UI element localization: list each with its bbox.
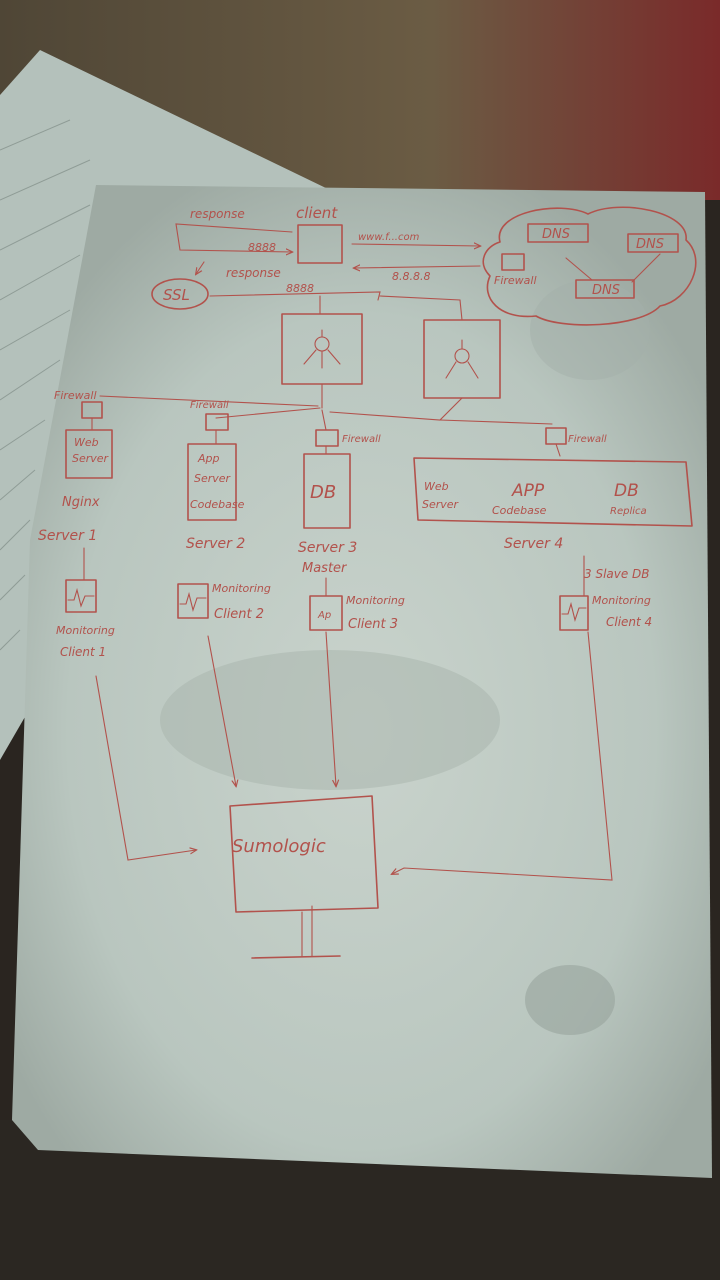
ssl-label: SSL [163,286,190,304]
response-arrow [175,223,292,252]
server-2-box-line-1: App [197,452,220,465]
sumologic-label: Sumologic [232,836,326,857]
monitoring-2-arrow [207,635,236,786]
server-1: Web Server Nginx Server 1 [38,401,113,544]
client-node: client [296,204,343,264]
server-4-note: 3 Slave DB [584,567,650,581]
server-4-app: APP [511,481,545,501]
monitoring-client-1: Monitoring Client 1 [56,547,115,659]
server-4: Firewall Web Server APP Codebase DB Repl… [413,427,693,581]
server-1-box-line-1: Web [74,436,99,449]
dns-node-3: DNS [592,283,620,298]
monitoring-3-line-1: Monitoring [346,594,405,607]
server-1-software: Nginx [62,495,100,510]
lb-input-lines [319,295,463,321]
server-2-box-line-3: Codebase [190,498,245,511]
dns-cloud: DNS DNS DNS Firewall [482,206,697,326]
url-label: www.f...com [358,232,420,243]
monitoring-client-3: Ap Monitoring Client 3 [309,577,405,632]
server-2-box-line-2: Server [194,472,232,485]
monitoring-2-line-2: Client 2 [214,607,264,622]
server-3-name: Server 3 [298,540,357,556]
monitoring-3-line-2: Client 3 [348,617,398,632]
lb-fanout-lines [99,395,553,431]
server-4-web-line-2: Server [422,498,460,511]
monitoring-4-arrow [392,631,613,881]
monitoring-1-line-2: Client 1 [60,645,106,659]
ssl-to-lb-line [209,291,381,301]
server-4-db: DB [614,481,639,501]
left-firewall-label: Firewall [54,389,97,402]
monitoring-2-line-1: Monitoring [212,582,271,595]
server-2: Firewall App Server Codebase Server 2 [186,400,245,552]
dns-firewall-label: Firewall [494,274,537,287]
server-4-web-line-1: Web [424,480,449,493]
server-4-name: Server 4 [504,536,563,552]
server-4-app-sub: Codebase [492,504,547,517]
url-arrow [351,244,480,246]
server-1-name: Server 1 [38,528,97,544]
server-1-box-line-2: Server [72,452,110,465]
monitoring-client-4: Monitoring Client 4 [559,555,652,631]
monitoring-3-arrow [325,631,336,786]
dns-node-2: DNS [636,237,664,252]
monitoring-4-line-1: Monitoring [592,594,651,607]
client-label: client [296,204,338,222]
ssl-in-arrow [196,261,205,274]
server-3: Firewall DB Server 3 Master [298,429,381,576]
ssl-port-label: 8888 [286,282,314,295]
back-sheet-lines [0,119,91,651]
sumologic-node: Sumologic [229,795,379,959]
server-3-firewall: Firewall [342,434,381,445]
server-2-name: Server 2 [186,536,245,552]
monitoring-4-line-2: Client 4 [606,615,652,629]
server-3-box: DB [310,482,336,503]
response-label: response [190,207,245,221]
ssl-response-label: response [226,266,281,280]
server-4-db-sub: Replica [610,506,647,517]
server-4-firewall: Firewall [568,434,607,445]
client-port-label: 8888 [248,241,276,254]
ip-arrow [354,266,481,268]
server-3-role: Master [302,561,348,576]
monitoring-1-line-1: Monitoring [56,624,115,637]
server-2-firewall: Firewall [190,400,229,411]
ip-label: 8.8.8.8 [392,270,430,283]
dns-node-1: DNS [542,227,570,242]
monitoring-1-arrow [95,675,196,861]
monitoring-client-2: Monitoring Client 2 [177,582,271,622]
ssl-node: SSL [151,278,209,310]
monitoring-3-app-glyph: Ap [317,610,331,621]
